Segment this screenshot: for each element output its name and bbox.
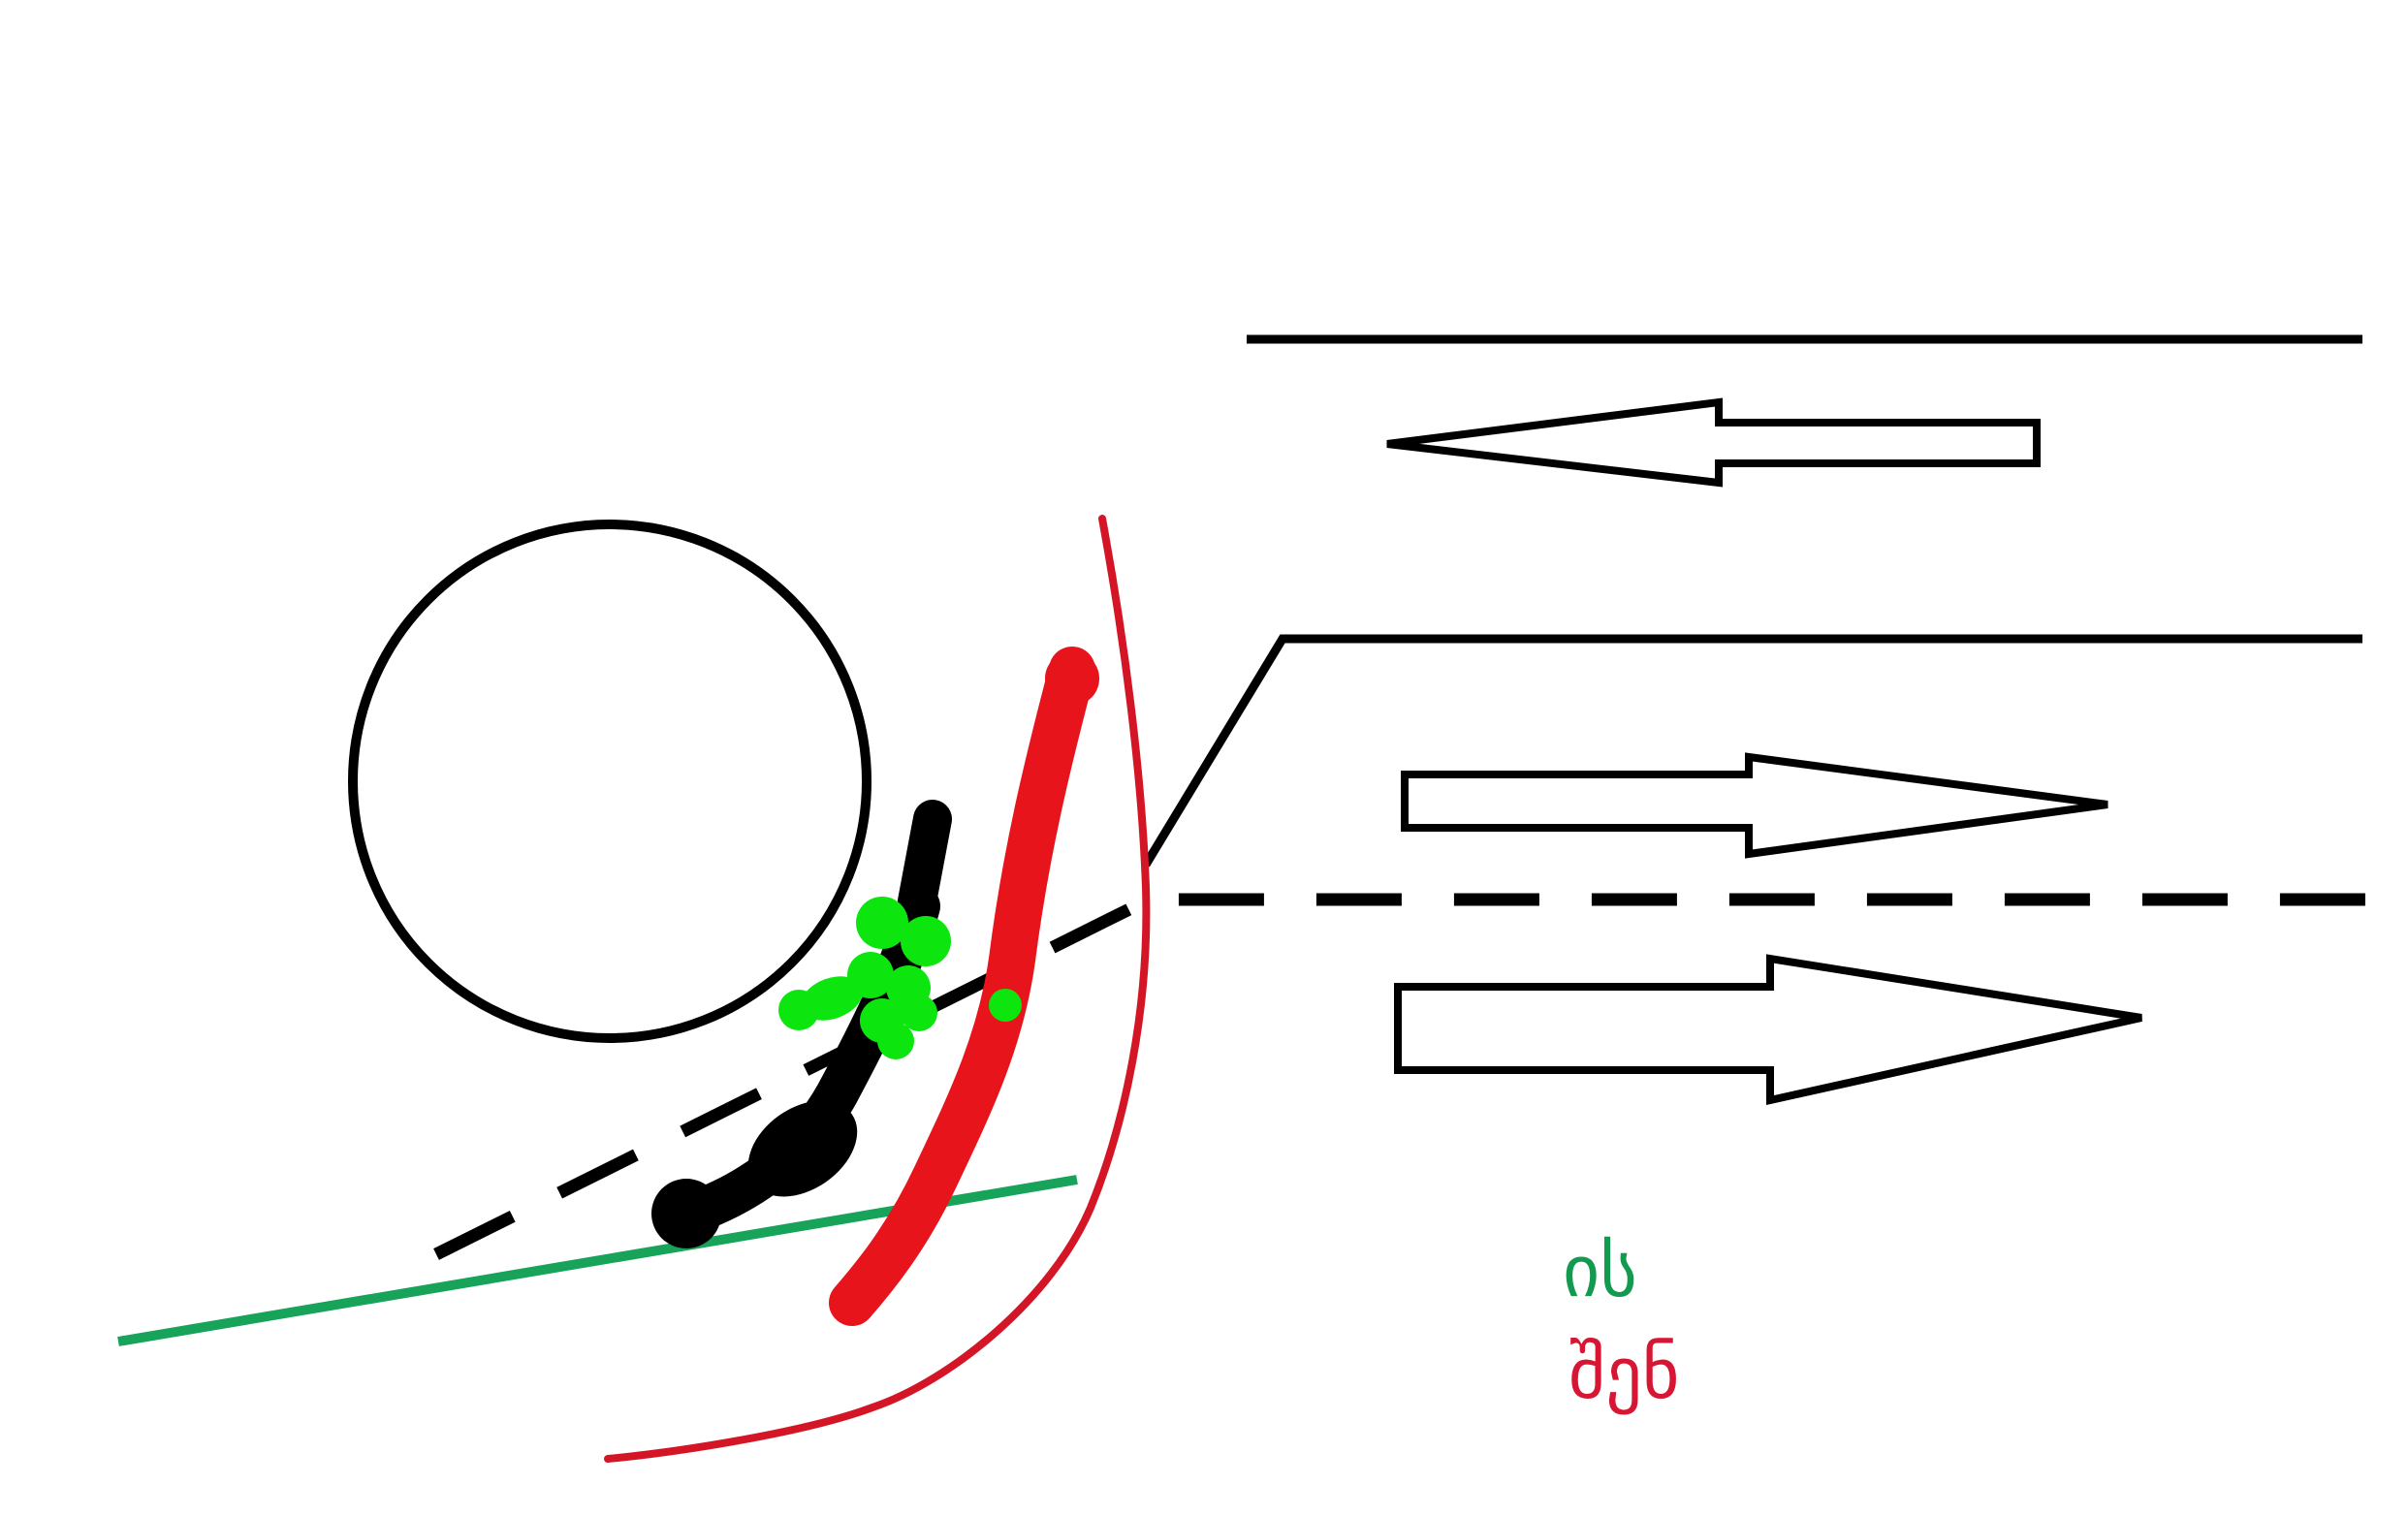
red-marker-route bbox=[829, 647, 1099, 1326]
black-marker-scribble bbox=[651, 800, 952, 1248]
legend-label-red: შენ bbox=[1568, 1332, 1680, 1415]
legend-label-green: ის bbox=[1563, 1230, 1637, 1313]
road-line-middle bbox=[1142, 634, 2362, 868]
green-blob bbox=[901, 995, 937, 1031]
black-marker-stroke bbox=[669, 885, 940, 1235]
black-marker-blob bbox=[747, 1100, 858, 1197]
right-arrow-upper-icon bbox=[1401, 752, 2108, 859]
green-blob bbox=[856, 897, 908, 949]
red-thin-curve bbox=[604, 515, 1151, 1463]
red-marker-stroke bbox=[829, 647, 1095, 1326]
black-marker-end-blob bbox=[651, 1179, 721, 1248]
circle-outline bbox=[348, 520, 871, 1043]
red-marker-start-blob bbox=[1045, 651, 1099, 706]
road-markings bbox=[348, 334, 2400, 1260]
left-arrow-icon bbox=[1386, 397, 2041, 488]
green-blob bbox=[778, 990, 819, 1030]
green-blob bbox=[901, 916, 951, 966]
right-arrow-lower-icon bbox=[1394, 954, 2142, 1105]
green-blob bbox=[877, 1023, 914, 1059]
green-blob-cluster bbox=[778, 897, 1022, 1059]
green-dot-on-red bbox=[989, 989, 1022, 1022]
